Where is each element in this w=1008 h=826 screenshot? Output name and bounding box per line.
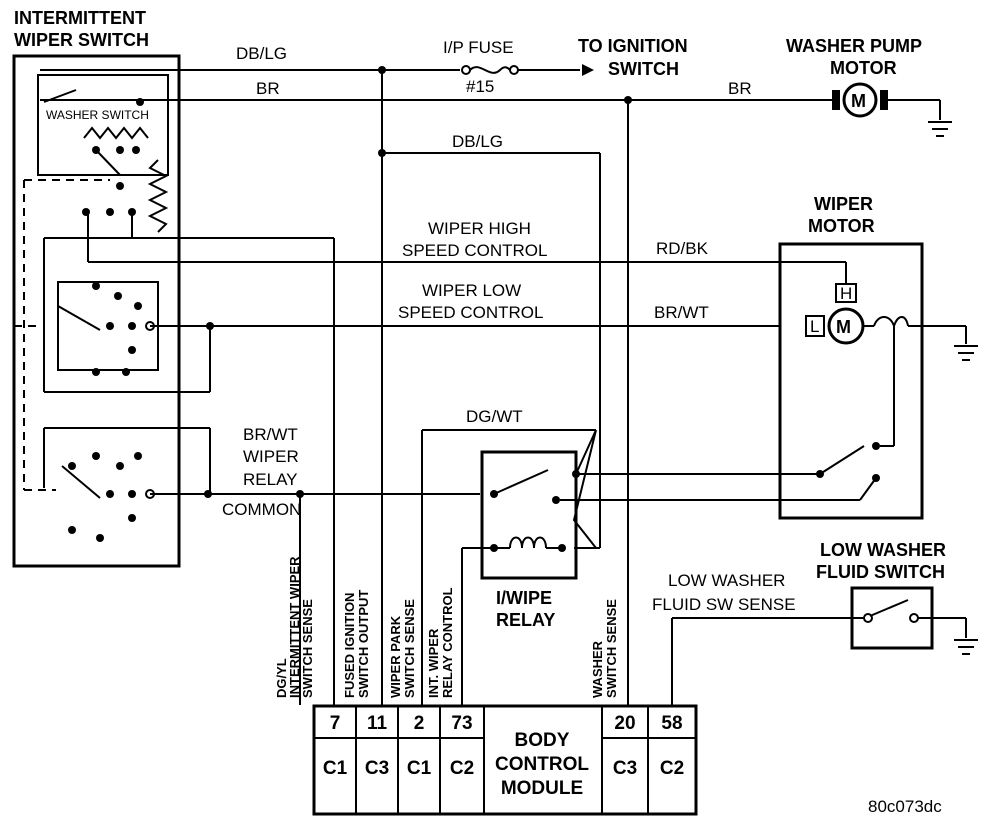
ip-fuse-symbol <box>469 66 511 74</box>
wiper-motor-high: H <box>840 284 852 303</box>
speed-switch-contact <box>57 305 101 331</box>
ip-fuse-label-2: #15 <box>466 77 494 96</box>
wiper-motor-title-2: MOTOR <box>808 216 875 236</box>
br-right-label: BR <box>728 79 752 98</box>
vlabel-dgyl: DG/YL <box>274 658 289 698</box>
bcm-pin-2: 2 <box>414 713 425 734</box>
intermittent-switch-title-2: WIPER SWITCH <box>14 30 149 50</box>
br-wt-right-label: BR/WT <box>654 303 709 322</box>
iwipe-relay-box <box>480 450 578 580</box>
relay-feed-wire <box>572 429 597 549</box>
washer-pump-title-2: MOTOR <box>830 58 897 78</box>
intermittent-switch-title-1: INTERMITTENT <box>14 8 146 28</box>
washer-pump-motor <box>842 82 878 118</box>
vlabel-wiper-park: WIPER PARK <box>388 615 403 698</box>
intermittent-switch-box <box>12 54 181 568</box>
bcm-connector-73: C2 <box>450 758 474 779</box>
relay-label: RELAY <box>243 470 298 489</box>
wiper-motor-m: M <box>836 317 851 337</box>
wiper-motor-low: L <box>810 317 819 336</box>
low-speed-label-2: SPEED CONTROL <box>398 303 543 322</box>
vlabel-int-wiper-relay: INT. WIPER <box>426 628 441 698</box>
common-switch-contact <box>61 465 101 499</box>
db-lg-top-label: DB/LG <box>236 44 287 63</box>
vlabel-int-wiper: INTERMITTENT WIPER <box>287 556 302 698</box>
low-washer-sense-label-2: FLUID SW SENSE <box>652 595 796 614</box>
park-switch-contact <box>819 445 865 475</box>
iwipe-relay-title-1: I/WIPE <box>496 588 552 608</box>
bcm-pin-20: 20 <box>614 713 635 734</box>
br-wt-left-label: BR/WT <box>243 425 298 444</box>
washer-resistor <box>83 126 149 140</box>
low-speed-label-1: WIPER LOW <box>422 281 521 300</box>
ip-fuse-label-1: I/P FUSE <box>443 38 514 57</box>
vlabel-switch-sense-2: SWITCH SENSE <box>402 599 417 698</box>
wiper-motor-box <box>778 242 924 520</box>
body-control-module <box>312 704 698 816</box>
dg-wt-label: DG/WT <box>466 407 523 426</box>
vlabel-fused-ign: FUSED IGNITION <box>342 593 357 698</box>
low-washer-title-2: FLUID SWITCH <box>816 562 945 582</box>
vlabel-switch-sense-1: SWITCH SENSE <box>300 599 315 698</box>
iwipe-relay-contact <box>493 469 549 495</box>
iwipe-relay-title-2: RELAY <box>496 610 555 630</box>
high-speed-label-1: WIPER HIGH <box>428 219 531 238</box>
high-speed-label-2: SPEED CONTROL <box>402 241 547 260</box>
bcm-connector-11: C3 <box>365 758 389 779</box>
washer-switch-box <box>37 74 169 176</box>
bcm-title-3: MODULE <box>501 778 583 799</box>
bcm-pin-58: 58 <box>661 713 682 734</box>
common-label: COMMON <box>222 500 301 519</box>
rd-bk-label: RD/BK <box>656 239 709 258</box>
br-top-label: BR <box>256 79 280 98</box>
washer-pump-title-1: WASHER PUMP <box>786 36 922 56</box>
washer-switch-label: WASHER SWITCH <box>46 108 149 122</box>
low-washer-switch-contact <box>869 599 909 617</box>
bcm-connector-20: C3 <box>613 758 637 779</box>
bcm-connector-2: C1 <box>407 758 432 779</box>
to-ignition-label-2: SWITCH <box>608 59 679 79</box>
bcm-connector-7: C1 <box>323 758 348 779</box>
delay-resistor <box>147 159 169 233</box>
washer-pump-symbol: M <box>851 91 866 111</box>
bcm-connector-58: C2 <box>660 758 684 779</box>
vlabel-switch-output: SWITCH OUTPUT <box>356 590 371 698</box>
low-washer-sense-label-1: LOW WASHER <box>668 571 785 590</box>
figure-id: 80c073dc <box>868 797 942 816</box>
to-ignition-arrow <box>582 64 594 76</box>
db-lg-mid-label: DB/LG <box>452 132 503 151</box>
bcm-pin-73: 73 <box>451 713 472 734</box>
bcm-title-1: BODY <box>515 730 570 751</box>
bcm-title-2: CONTROL <box>495 754 589 775</box>
low-washer-title-1: LOW WASHER <box>820 540 946 560</box>
iwipe-relay-coil <box>509 536 547 549</box>
bcm-pin-11: 11 <box>367 713 388 734</box>
vlabel-relay-control: RELAY CONTROL <box>440 587 455 698</box>
wiper-motor-title-1: WIPER <box>814 194 873 214</box>
bcm-pin-7: 7 <box>330 713 341 734</box>
wiper-label: WIPER <box>243 447 299 466</box>
vlabel-washer: WASHER <box>590 640 605 698</box>
vlabel-switch-sense-3: SWITCH SENSE <box>604 599 619 698</box>
to-ignition-label-1: TO IGNITION <box>578 36 688 56</box>
